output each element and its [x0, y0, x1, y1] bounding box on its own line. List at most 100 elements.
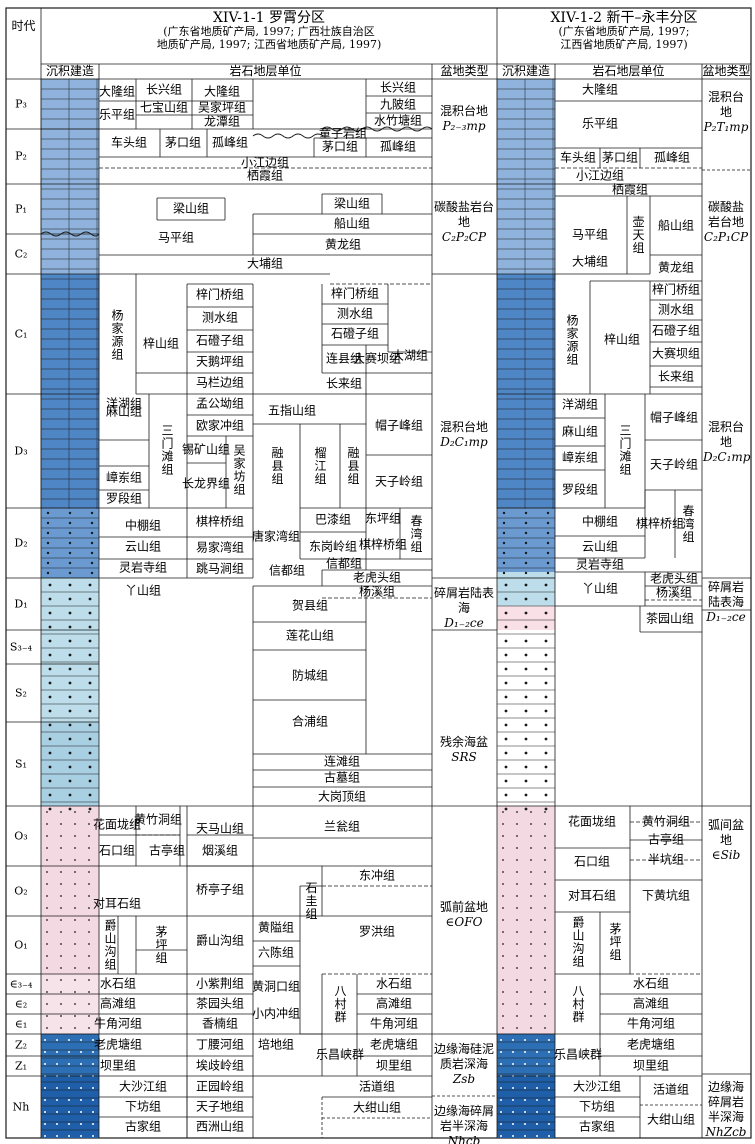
strat-unit: 测水组	[336, 306, 374, 321]
strat-unit: 水石组	[375, 976, 413, 991]
strat-unit: 兰瓮组	[323, 819, 361, 834]
strat-unit: 三门滩组	[160, 424, 174, 476]
basin-header-left: 盆地类型	[440, 64, 489, 78]
strat-unit: 麻山组	[105, 404, 143, 419]
strat-unit: 茅坪组	[154, 925, 168, 965]
strat-unit: 灵岩寺组	[118, 560, 168, 575]
strat-unit: 小内冲组	[251, 1006, 301, 1021]
strat-unit: 坝里组	[375, 1058, 413, 1073]
strat-unit: 大赛坝组	[651, 346, 701, 361]
strat-unit: 融县组	[270, 446, 284, 486]
age-label: S₃₋₄	[9, 640, 33, 654]
strat-unit: 乐平组	[98, 107, 136, 122]
strat-unit: 对耳石组	[567, 888, 617, 903]
strat-unit: 乐昌峡群	[315, 1047, 365, 1062]
strat-unit: 龙潭组	[203, 114, 241, 129]
strat-unit: 东岗岭组	[308, 539, 358, 554]
strat-unit: 老虎头组	[352, 570, 402, 585]
strat-unit: 杨家源组	[110, 309, 124, 361]
age-label: O₁	[14, 938, 28, 952]
strat-unit: 洋湖组	[105, 396, 143, 411]
strat-unit: 栖霞组	[611, 182, 649, 197]
strat-unit: 爵山沟组	[195, 933, 245, 948]
strat-unit: 茅坪组	[608, 922, 622, 962]
strat-unit: 埃歧岭组	[195, 1058, 245, 1073]
strat-unit: 车头组	[110, 135, 148, 150]
strat-unit: 大埔组	[246, 256, 284, 271]
sed-header-right: 沉积建造	[501, 64, 550, 78]
strat-unit: 高滩组	[375, 996, 413, 1011]
strat-unit: 船山组	[657, 218, 695, 233]
basin-header-right: 盆地类型	[702, 64, 751, 78]
strat-unit: 水石组	[632, 976, 670, 991]
strat-unit: 童子岩组	[318, 126, 368, 141]
strat-unit: 乐昌峡群	[553, 1047, 603, 1062]
strat-unit: 高滩组	[632, 996, 670, 1011]
strat-unit: 花面垅组	[92, 817, 142, 832]
strat-unit: 测水组	[201, 310, 239, 325]
strat-unit: 马平组	[157, 230, 195, 245]
strat-unit: 云山组	[581, 539, 619, 554]
age-label: ∈₁	[14, 1017, 28, 1031]
strat-unit: 茅口组	[321, 139, 359, 154]
left-region-header: XIV-1-1 罗霄分区 (广东省地质矿产局, 1997; 广西壮族自治区 地质…	[156, 10, 382, 51]
strat-unit: 对耳石组	[92, 896, 142, 911]
age-label: Z₁	[14, 1059, 28, 1073]
strat-unit: 榴江组	[313, 446, 327, 486]
strat-unit: 唐家湾组	[251, 529, 301, 544]
strat-unit: 春湾组	[409, 514, 423, 554]
strat-unit: 梓门桥组	[651, 282, 701, 297]
strat-unit: 古亭组	[148, 843, 186, 858]
strat-unit: 孤峰组	[211, 135, 249, 150]
strat-unit: 丁腰河组	[195, 1037, 245, 1052]
age-label: O₂	[14, 884, 28, 898]
left-sed-column	[41, 79, 99, 1138]
strat-unit: 欧家冲组	[195, 418, 245, 433]
strat-unit: 棋梓桥组	[195, 514, 245, 529]
age-label: ∈₃₋₄	[9, 977, 33, 991]
strat-unit: 爵山沟组	[103, 919, 117, 971]
strat-unit: 易家湾组	[195, 540, 245, 555]
strat-unit: 黄竹洞组	[133, 812, 183, 827]
strat-unit: 孟公坳组	[195, 396, 245, 411]
strat-unit: 马栏边组	[195, 375, 245, 390]
strat-unit: 巴漆组	[314, 512, 352, 527]
strat-unit: 梁山组	[172, 201, 210, 216]
strat-unit: 天子地组	[195, 1099, 245, 1114]
basin-type: 弧间盆地∈Sib	[707, 818, 744, 862]
strat-unit: 贺县组	[291, 598, 329, 613]
strat-unit: 半坑组	[647, 852, 685, 867]
strat-unit: 活道组	[358, 1079, 396, 1094]
strat-unit: 三门滩组	[618, 424, 632, 476]
strat-unit: 灵岩寺组	[575, 557, 625, 572]
strat-unit: 连县组	[325, 351, 363, 366]
strat-unit: 罗洪组	[358, 924, 396, 939]
strat-unit: 梁山组	[333, 196, 371, 211]
strat-unit: 大绀山组	[352, 1100, 402, 1115]
strat-unit: 连滩组	[323, 754, 361, 769]
age-label: O₃	[14, 829, 28, 843]
strat-unit: 大沙江组	[118, 1079, 168, 1094]
strat-unit: 爵山沟组	[571, 916, 585, 968]
age-label: Z₂	[14, 1038, 28, 1052]
strat-unit: 麻山组	[561, 424, 599, 439]
strat-unit: 石磴子组	[195, 333, 245, 348]
strat-unit: 黄竹洞组	[641, 814, 691, 829]
strat-unit: 莲花山组	[285, 628, 335, 643]
strat-unit: 天马山组	[195, 821, 245, 836]
unconformity-lines	[40, 126, 433, 237]
strat-unit: 长来组	[325, 376, 363, 391]
strat-unit: 八村群	[571, 984, 585, 1024]
strat-unit: 天子岭组	[374, 474, 424, 489]
strat-unit: 坝里组	[632, 1058, 670, 1073]
age-label: P₂	[15, 149, 27, 163]
strat-unit: 坝里组	[99, 1058, 137, 1073]
